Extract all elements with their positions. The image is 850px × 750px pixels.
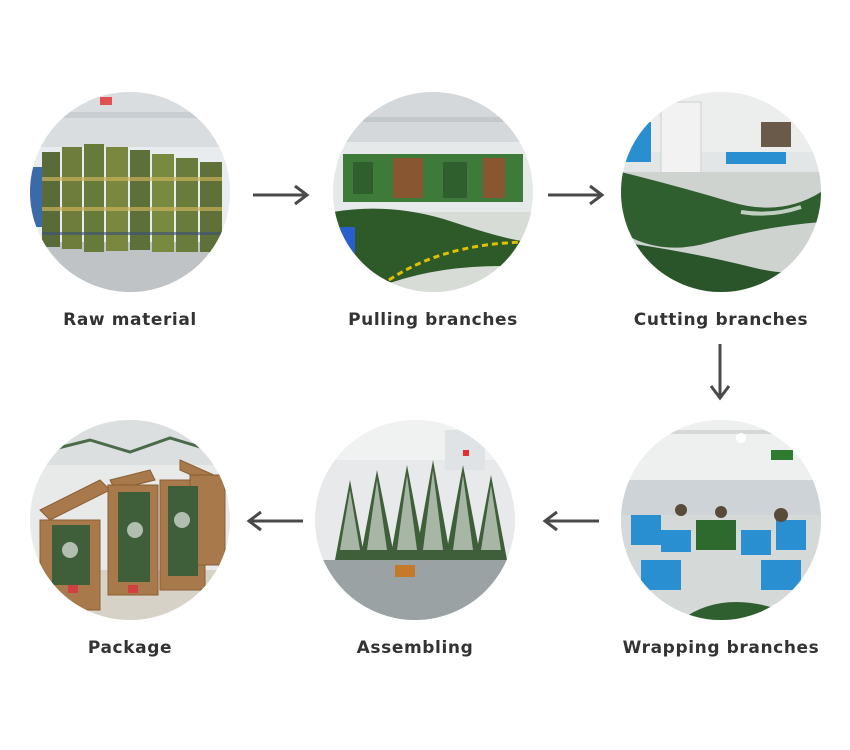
label-pulling-branches: Pulling branches bbox=[348, 310, 518, 330]
label-cutting-branches: Cutting branches bbox=[633, 310, 809, 330]
step-package: Package bbox=[30, 420, 230, 658]
step-assembling: Assembling bbox=[315, 420, 515, 658]
arrow-left-2 bbox=[243, 509, 305, 533]
step-wrapping-branches: Wrapping branches bbox=[621, 420, 821, 658]
cutting-branches-photo bbox=[621, 92, 821, 292]
label-raw-material: Raw material bbox=[63, 310, 197, 330]
package-photo bbox=[30, 420, 230, 620]
step-pulling-branches: Pulling branches bbox=[333, 92, 533, 330]
wrapping-branches-photo bbox=[621, 420, 821, 620]
label-assembling: Assembling bbox=[356, 638, 474, 658]
step-cutting-branches: Cutting branches bbox=[621, 92, 821, 330]
assembling-photo bbox=[315, 420, 515, 620]
arrow-down-1 bbox=[708, 342, 732, 404]
raw-material-photo bbox=[30, 92, 230, 292]
label-package: Package bbox=[87, 638, 173, 658]
pulling-branches-photo bbox=[333, 92, 533, 292]
arrow-right-1 bbox=[251, 183, 313, 207]
arrow-left-1 bbox=[539, 509, 601, 533]
label-wrapping-branches: Wrapping branches bbox=[622, 638, 820, 658]
step-raw-material: Raw material bbox=[30, 92, 230, 330]
arrow-right-2 bbox=[546, 183, 608, 207]
